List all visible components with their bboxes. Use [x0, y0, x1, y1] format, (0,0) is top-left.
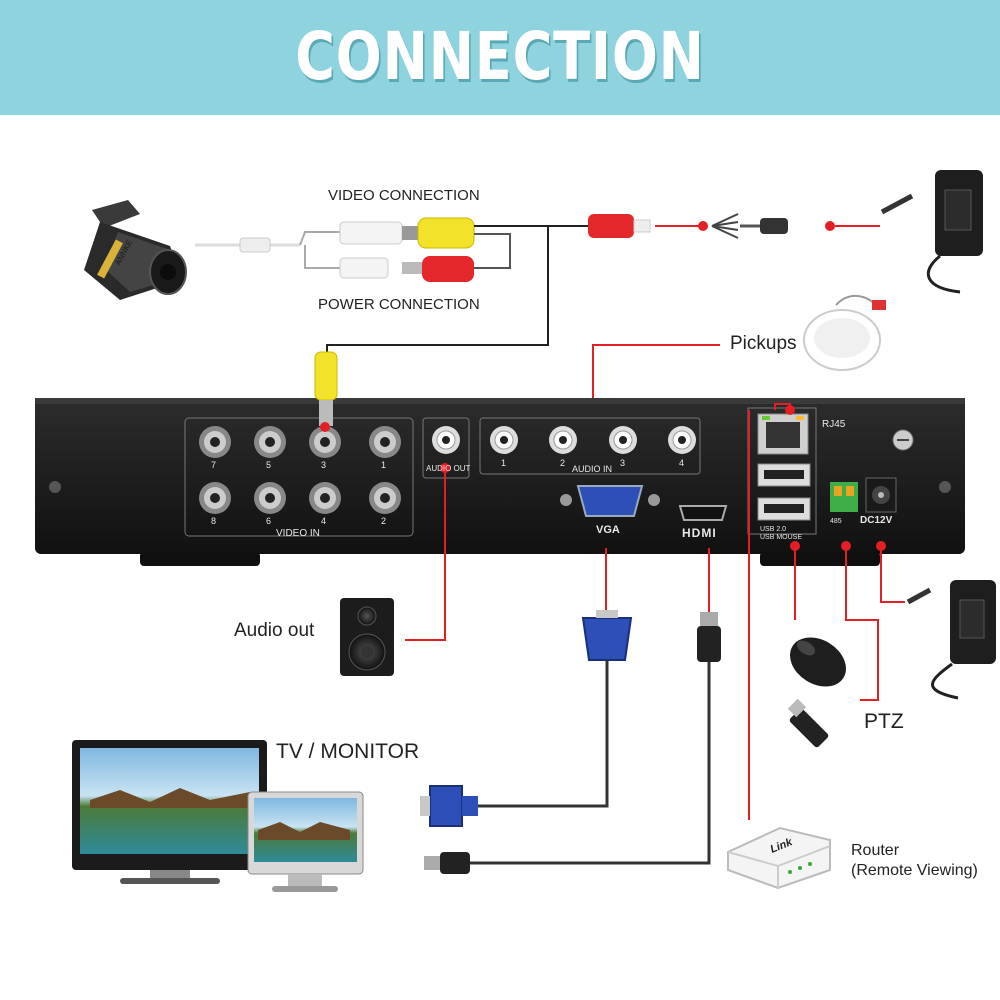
audio-in-port-label: 1 — [501, 458, 507, 468]
video-in-port-label: 8 — [211, 516, 217, 526]
router-label: Router — [851, 842, 900, 859]
router-remote-label: (Remote Viewing) — [851, 862, 978, 879]
vga-port[interactable] — [560, 485, 660, 517]
video-plug-icon — [314, 351, 338, 426]
hdmi-cable-icon — [424, 612, 721, 874]
bnc-port[interactable] — [309, 426, 341, 458]
video-in-port-label: 3 — [321, 460, 327, 470]
rj45-port[interactable] — [757, 413, 809, 455]
power-adapter-icon — [880, 170, 983, 294]
usb-mouse-label: USB MOUSE — [760, 534, 803, 541]
bnc-port[interactable] — [309, 482, 341, 514]
bnc-port[interactable] — [369, 426, 401, 458]
laptop-monitor-icon — [247, 791, 364, 892]
video-in-port-label: 7 — [211, 460, 217, 470]
video-in-port-label: 4 — [321, 516, 327, 526]
video-in-port-label: 1 — [381, 460, 387, 470]
dc-power-jack[interactable] — [865, 477, 897, 513]
bnc-port[interactable] — [199, 426, 231, 458]
audio-in-label: AUDIO IN — [572, 464, 613, 474]
audio-out-port[interactable] — [432, 426, 460, 454]
hdmi-label: HDMI — [682, 526, 717, 540]
rs485-terminal[interactable] — [830, 482, 858, 512]
audio-in-port-label: 3 — [620, 458, 626, 468]
rj45-label: RJ45 — [822, 419, 846, 430]
tv-monitor-icon — [72, 740, 267, 884]
pickups-label: Pickups — [730, 333, 797, 354]
video-in-port-label: 5 — [266, 460, 272, 470]
video-connection-label: VIDEO CONNECTION — [328, 187, 480, 204]
router-icon — [727, 826, 831, 890]
audio-out-label: Audio out — [234, 620, 315, 641]
bullet-camera-icon — [84, 200, 187, 300]
vga-cable-icon — [420, 610, 633, 827]
pickup-microphone-icon — [803, 295, 886, 371]
ground-screw-icon — [892, 429, 914, 451]
audio-in-port[interactable] — [668, 426, 696, 454]
title-banner: CONNECTION — [0, 0, 1000, 115]
tv-monitor-label: TV / MONITOR — [276, 740, 420, 763]
video-in-port-label: 6 — [266, 516, 272, 526]
audio-in-port-label: 4 — [679, 458, 685, 468]
bnc-port[interactable] — [254, 482, 286, 514]
bnc-port[interactable] — [369, 482, 401, 514]
usb-stick-icon — [787, 698, 829, 748]
vga-label: VGA — [596, 524, 620, 536]
usb-label: USB 2.0 — [760, 526, 787, 533]
rs485-label: 485 — [830, 518, 842, 525]
audio-in-port[interactable] — [549, 426, 577, 454]
ptz-label: PTZ — [864, 710, 904, 733]
video-in-port-label: 2 — [381, 516, 387, 526]
dc-label: DC12V — [860, 515, 893, 526]
power-adapter-icon — [906, 580, 996, 700]
banner-title: CONNECTION — [295, 18, 705, 95]
bnc-port[interactable] — [199, 482, 231, 514]
video-in-label: VIDEO IN — [276, 528, 320, 539]
power-connection-label: POWER CONNECTION — [318, 296, 480, 313]
audio-in-port[interactable] — [609, 426, 637, 454]
audio-out-panel-label: AUDIO OUT — [426, 464, 471, 473]
hdmi-port[interactable] — [678, 505, 728, 521]
mouse-icon — [790, 637, 846, 687]
audio-in-port[interactable] — [490, 426, 518, 454]
usb-port[interactable] — [757, 463, 811, 487]
speaker-icon — [340, 598, 394, 676]
bnc-port[interactable] — [254, 426, 286, 458]
audio-in-port-label: 2 — [560, 458, 566, 468]
usb-port[interactable] — [757, 497, 811, 521]
